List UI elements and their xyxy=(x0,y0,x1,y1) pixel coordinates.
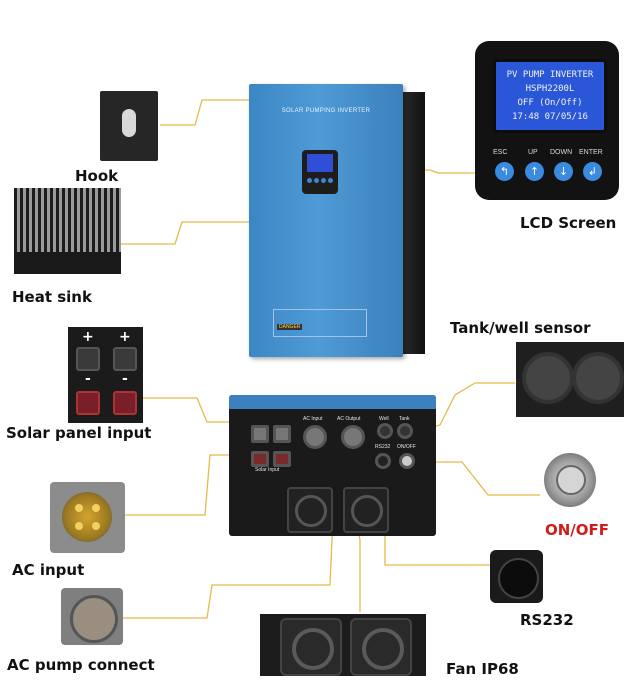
solar-plus-right: + xyxy=(119,329,131,345)
ac-input-image xyxy=(50,482,125,553)
lcd-line-3: OFF (On/Off) xyxy=(517,98,583,108)
solar-minus-right: - xyxy=(122,371,128,387)
bottom-solar-minus-2 xyxy=(273,451,291,467)
solar-panel-input-label: Solar panel input xyxy=(6,424,152,442)
inverter-side xyxy=(403,92,425,354)
inverter-control-panel xyxy=(302,150,338,194)
hook-hole xyxy=(122,109,136,137)
lcd-label-enter: ENTER xyxy=(579,149,603,156)
bottom-ac-input-text: AC Input xyxy=(303,416,323,422)
ac-input-label: AC input xyxy=(12,561,85,579)
lcd-line-1: PV PUMP INVERTER xyxy=(506,70,594,80)
lcd-screen-image: PV PUMP INVERTER HSPH2200L OFF (On/Off) … xyxy=(475,41,619,200)
bottom-onoff-switch xyxy=(399,453,415,469)
inverter-title: SOLAR PUMPING INVERTER xyxy=(281,108,371,114)
heat-sink-base xyxy=(14,252,121,274)
bottom-panel-edge xyxy=(229,395,436,409)
up-arrow-icon: ↑ xyxy=(525,162,544,181)
lcd-label-up: UP xyxy=(528,149,538,156)
back-arrow-icon: ↰ xyxy=(495,162,514,181)
lcd-label-esc: ESC xyxy=(493,149,508,156)
ac-input-pin xyxy=(75,504,83,512)
sensor-connector-well xyxy=(522,352,574,404)
ac-input-connector xyxy=(62,492,112,542)
hook-label: Hook xyxy=(75,167,119,185)
ac-input-pin xyxy=(75,522,83,530)
bottom-solar-input-text: Solar Input xyxy=(255,467,280,473)
solar-plus-left: + xyxy=(82,329,94,345)
rs232-image xyxy=(490,550,543,603)
sensor-connector-tank xyxy=(572,352,624,404)
bottom-tank-connector xyxy=(397,423,413,439)
mini-button xyxy=(307,178,312,183)
mini-button xyxy=(314,178,319,183)
solar-panel-input-image: + + - - xyxy=(68,327,143,423)
lcd-line-4: 17:48 07/05/16 xyxy=(512,112,588,122)
solar-connector-positive-1 xyxy=(76,347,100,371)
mini-button xyxy=(321,178,326,183)
heat-sink-label: Heat sink xyxy=(12,288,92,306)
inverter-warning-label: DANGER xyxy=(273,309,367,337)
ac-pump-connector xyxy=(70,595,118,643)
solar-connector-negative-1 xyxy=(76,391,100,415)
bottom-rs232-text: RS232 xyxy=(375,444,391,450)
bottom-ac-output-connector xyxy=(341,425,365,449)
lcd-label-down: DOWN xyxy=(550,149,573,156)
tank-well-sensor-label: Tank/well sensor xyxy=(450,319,591,337)
bottom-fan-right xyxy=(343,487,389,533)
inverter-bottom-panel: AC Input AC Output Well Tank RS232 ON/OF… xyxy=(229,395,436,536)
solar-connector-negative-2 xyxy=(113,391,137,415)
bottom-onoff-text: ON/OFF xyxy=(397,444,416,450)
on-off-label: ON/OFF xyxy=(545,521,610,539)
tank-well-sensor-image xyxy=(516,342,624,417)
bottom-solar-minus-1 xyxy=(251,451,269,467)
lcd-line-2: HSPH2200L xyxy=(525,84,575,94)
warning-text: DANGER xyxy=(277,324,303,330)
bottom-tank-text: Tank xyxy=(399,416,410,422)
enter-arrow-icon: ↲ xyxy=(583,162,602,181)
inverter-mini-buttons xyxy=(307,178,333,183)
ac-pump-connect-label: AC pump connect xyxy=(7,656,155,674)
mini-button xyxy=(328,178,333,183)
lcd-display: PV PUMP INVERTER HSPH2200L OFF (On/Off) … xyxy=(493,59,607,133)
solar-connector-positive-2 xyxy=(113,347,137,371)
rs232-label: RS232 xyxy=(520,611,574,629)
heat-sink-image xyxy=(14,188,121,274)
down-arrow-icon: ↓ xyxy=(554,162,573,181)
bottom-fan-left xyxy=(287,487,333,533)
bottom-well-connector xyxy=(377,423,393,439)
hook-image xyxy=(100,91,158,161)
inverter-body: SOLAR PUMPING INVERTER DANGER xyxy=(249,84,403,357)
ac-input-pin xyxy=(92,504,100,512)
solar-minus-left: - xyxy=(85,371,91,387)
inverter-mini-screen xyxy=(307,154,333,172)
fan-ip68-image xyxy=(260,614,426,676)
ac-input-pin xyxy=(92,522,100,530)
power-icon xyxy=(556,465,586,495)
rs232-connector xyxy=(498,558,539,599)
lcd-screen-label: LCD Screen xyxy=(520,214,617,232)
on-off-switch-image xyxy=(544,453,596,507)
bottom-well-text: Well xyxy=(379,416,389,422)
bottom-solar-plus-1 xyxy=(251,425,269,443)
bottom-ac-output-text: AC Output xyxy=(337,416,361,422)
fan-right xyxy=(350,618,412,676)
fan-left xyxy=(280,618,342,676)
ac-pump-connect-image xyxy=(61,588,123,645)
bottom-rs232-connector xyxy=(375,453,391,469)
bottom-ac-input-connector xyxy=(303,425,327,449)
fan-ip68-label: Fan IP68 xyxy=(446,660,519,678)
bottom-solar-plus-2 xyxy=(273,425,291,443)
